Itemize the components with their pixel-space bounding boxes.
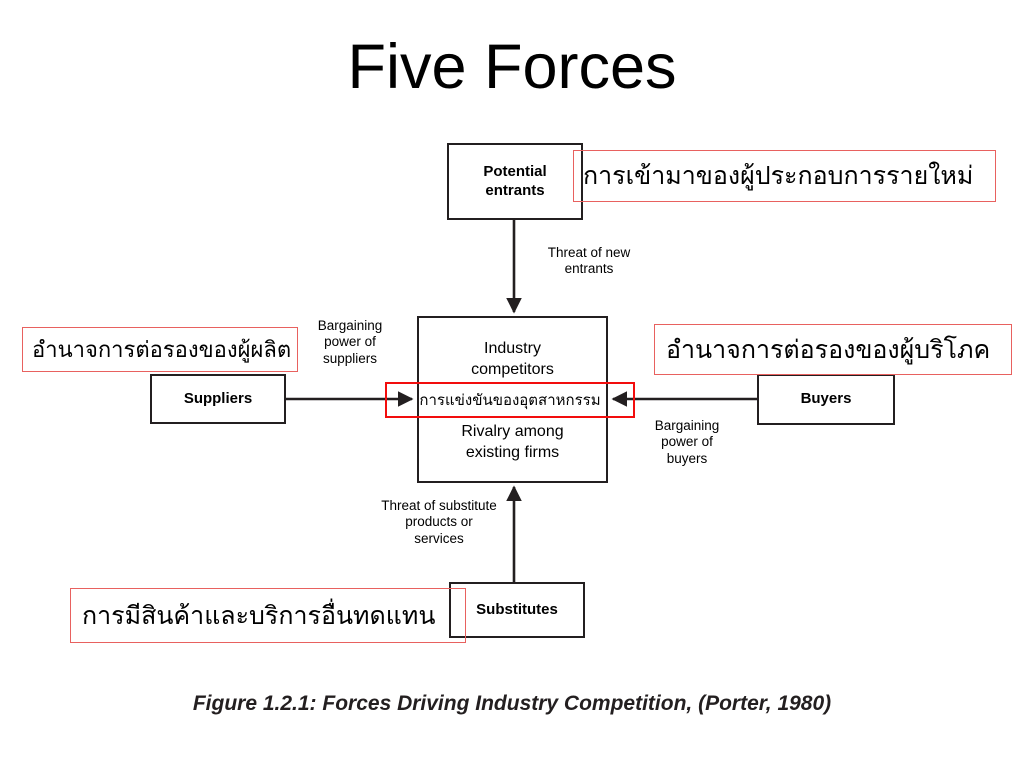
annotation-new-entrants-th: การเข้ามาของผู้ประกอบการรายใหม่ bbox=[573, 150, 996, 202]
figure-caption: Figure 1.2.1: Forces Driving Industry Co… bbox=[192, 692, 832, 715]
page-title: Five Forces bbox=[347, 32, 677, 102]
node-substitutes-label: Substitutes bbox=[476, 600, 558, 618]
node-substitutes: Substitutes bbox=[449, 582, 585, 638]
node-potential-entrants-label: Potential entrants bbox=[483, 162, 547, 199]
edge-label-bargaining-power-of-suppliers: Bargaining power of suppliers bbox=[317, 318, 383, 366]
node-buyers: Buyers bbox=[757, 374, 895, 425]
node-industry-competitors: Industry competitors Rivalry among exist… bbox=[417, 316, 608, 483]
node-industry-rivalry-label: Rivalry among existing firms bbox=[461, 423, 564, 461]
node-suppliers: Suppliers bbox=[150, 374, 286, 424]
annotation-buyer-power-th: อำนาจการต่อรองของผู้บริโภค bbox=[654, 324, 1012, 375]
annotation-rivalry-th: การแข่งขันของอุตสาหกรรม bbox=[385, 382, 635, 418]
edge-label-threat-of-new-entrants: Threat of new entrants bbox=[547, 245, 631, 277]
annotation-new-entrants-th-text: การเข้ามาของผู้ประกอบการรายใหม่ bbox=[583, 161, 974, 190]
annotation-supplier-power-th: อำนาจการต่อรองของผู้ผลิต bbox=[22, 327, 298, 372]
annotation-buyer-power-th-text: อำนาจการต่อรองของผู้บริโภค bbox=[666, 334, 991, 364]
edge-label-threat-of-substitutes: Threat of substitute products or service… bbox=[381, 498, 497, 546]
annotation-substitutes-th: การมีสินค้าและบริการอื่นทดแทน bbox=[70, 588, 466, 643]
node-industry-competitors-title: Industry competitors bbox=[471, 340, 554, 378]
annotation-supplier-power-th-text: อำนาจการต่อรองของผู้ผลิต bbox=[32, 338, 292, 363]
node-buyers-label: Buyers bbox=[800, 390, 852, 408]
node-potential-entrants: Potential entrants bbox=[447, 143, 583, 220]
annotation-rivalry-th-text: การแข่งขันของอุตสาหกรรม bbox=[419, 391, 601, 409]
annotation-substitutes-th-text: การมีสินค้าและบริการอื่นทดแทน bbox=[82, 600, 436, 630]
edge-label-bargaining-power-of-buyers: Bargaining power of buyers bbox=[654, 418, 720, 466]
node-suppliers-label: Suppliers bbox=[183, 389, 253, 407]
